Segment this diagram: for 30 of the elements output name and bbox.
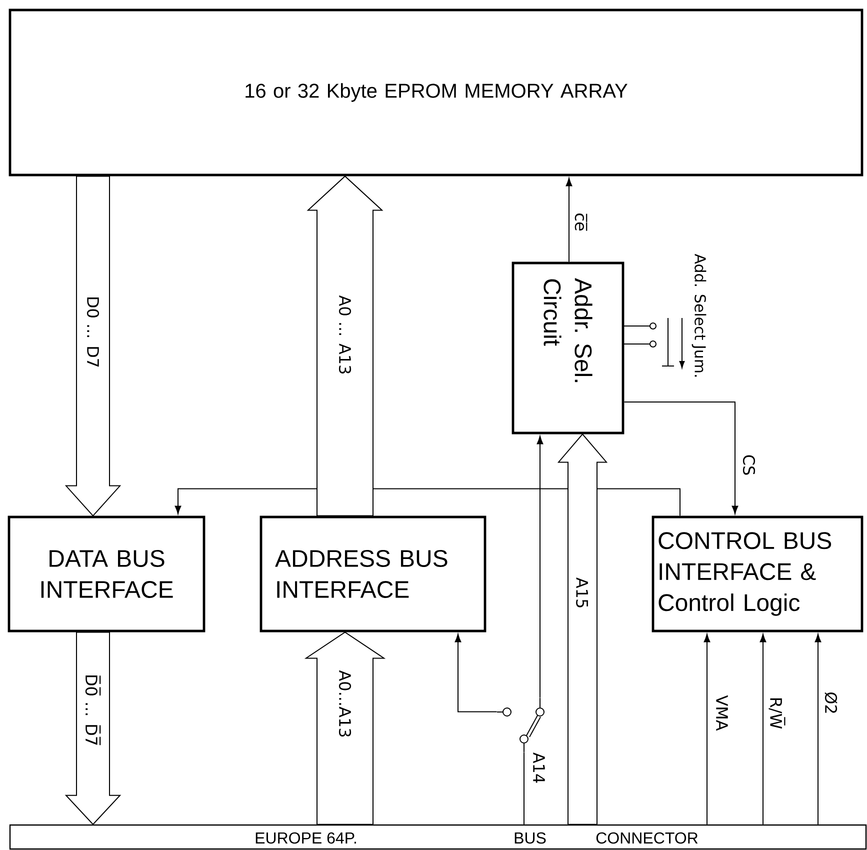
edge-label: A0...A13 [338, 669, 352, 739]
edge-label: A15 [575, 576, 589, 610]
bus-arrow [557, 433, 608, 825]
memory-block: 16 or 32 Kbyte EPROM MEMORY ARRAY [8, 8, 864, 176]
arrow [624, 402, 738, 514]
bus-arrow [304, 632, 386, 825]
bus-arrow [306, 176, 384, 516]
connector-bar: EUROPE 64P. BUS CONNECTOR [9, 824, 867, 850]
edge-label: c̅e̅ [574, 212, 588, 232]
circuit-block: Addr. Sel. Circuit [512, 262, 624, 434]
edge-label: D0 ... D7 [86, 294, 100, 370]
arrow [566, 178, 572, 262]
edge-label: A0 ... A13 [338, 294, 352, 376]
interface-block: CONTROL BUS INTERFACE & Control Logic [652, 516, 864, 632]
edge-label: VMA [715, 694, 729, 732]
interface-block: DATA BUS INTERFACE [8, 516, 206, 632]
arrow [454, 634, 498, 712]
bus-arrow [64, 176, 122, 517]
switch-symbol [496, 698, 544, 752]
arrow [760, 634, 766, 825]
arrow [814, 634, 822, 825]
edge-label: Ø2 [824, 690, 838, 716]
edge-label: R/W̅ [768, 696, 786, 730]
interface-block: ADDRESS BUS INTERFACE [260, 516, 486, 632]
edge-label: D̅0̅ ... D̅7̅ [84, 672, 102, 748]
jumper-label: Add. Select Jum. [692, 254, 706, 377]
arrow [536, 436, 544, 698]
arrow [704, 634, 710, 825]
edge-label: CS [742, 453, 756, 477]
edge-label: A14 [532, 751, 546, 785]
